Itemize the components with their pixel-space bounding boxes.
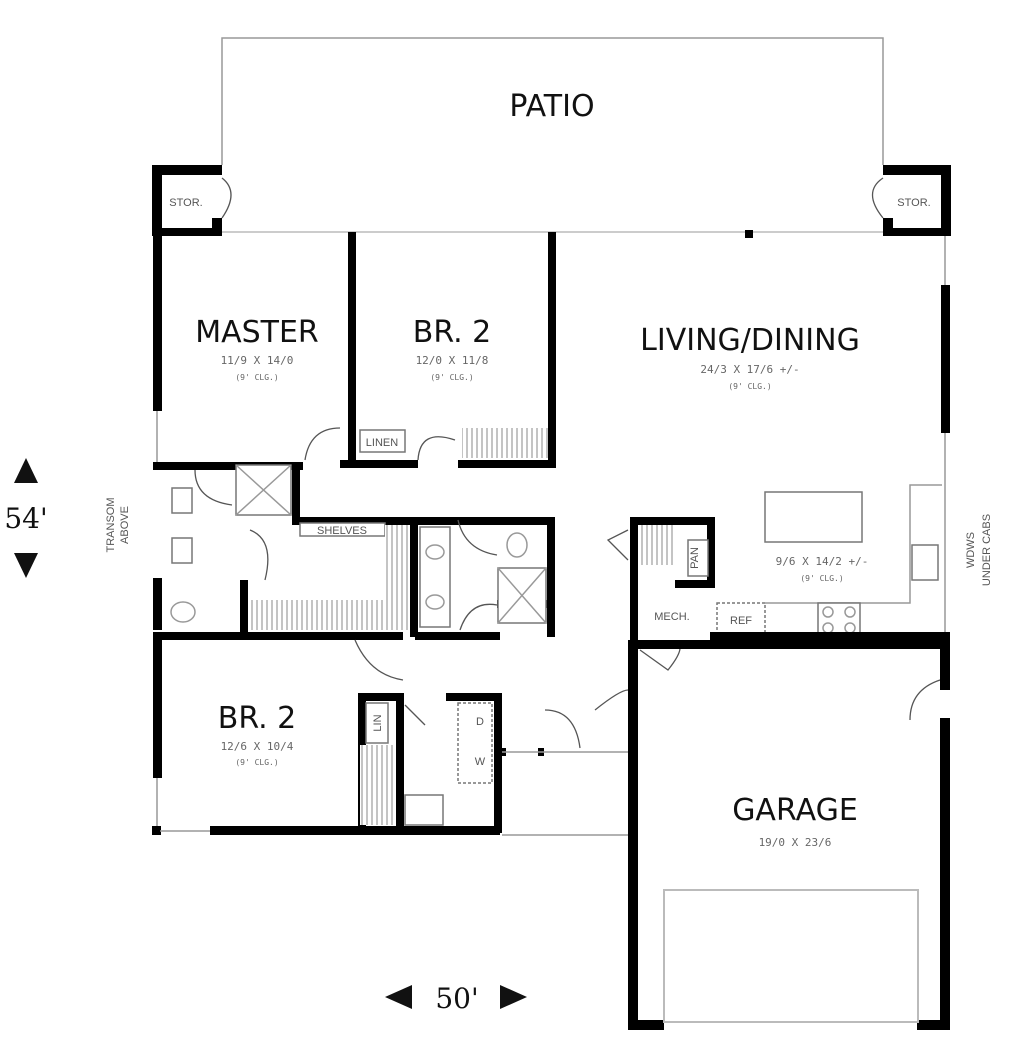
- arrow-down-icon: [14, 553, 38, 578]
- stor-left-label: STOR.: [169, 197, 202, 209]
- master-label: MASTER: [195, 315, 319, 350]
- patio-label: PATIO: [509, 89, 594, 124]
- washer-label: W: [475, 756, 486, 768]
- depth-dimension: 54': [4, 458, 48, 578]
- wdws-note-1: WDWS: [965, 532, 977, 568]
- br2-bottom-label: BR. 2: [218, 701, 297, 736]
- mech-label: MECH.: [654, 611, 689, 623]
- storage-left: STOR.: [152, 165, 232, 236]
- pan-label: PAN: [689, 547, 701, 569]
- br2-bottom-ceiling: (9' CLG.): [235, 758, 278, 767]
- wdws-note-2: UNDER CABS: [981, 514, 993, 586]
- fixtures: SHELVES D W LINEN LIN: [170, 427, 941, 826]
- storage-right: STOR.: [871, 165, 951, 236]
- garage-size: 19/0 X 23/6: [759, 836, 832, 849]
- kitchen-size: 9/6 X 14/2 +/-: [776, 555, 869, 568]
- width-label: 50': [435, 982, 478, 1015]
- master-ceiling: (9' CLG.): [235, 373, 278, 382]
- living-ceiling: (9' CLG.): [728, 382, 771, 391]
- living-size: 24/3 X 17/6 +/-: [700, 363, 799, 376]
- garage-label: GARAGE: [732, 793, 858, 828]
- width-dimension: 50': [385, 982, 527, 1015]
- exterior-walls: [152, 230, 950, 835]
- depth-label: 54': [4, 502, 47, 535]
- master-size: 11/9 X 14/0: [221, 354, 294, 367]
- linen-label: LINEN: [366, 437, 398, 449]
- kitchen-ceiling: (9' CLG.): [800, 574, 843, 583]
- kitchen: PAN MECH. REF: [630, 484, 950, 640]
- stor-right-label: STOR.: [897, 197, 930, 209]
- living-label: LIVING/DINING: [640, 323, 860, 358]
- br2-top-size: 12/0 X 11/8: [416, 354, 489, 367]
- patio: PATIO: [221, 37, 884, 233]
- arrow-right-icon: [500, 985, 527, 1009]
- arrow-left-icon: [385, 985, 412, 1009]
- garage: GARAGE 19/0 X 23/6: [628, 640, 950, 1030]
- transom-note-2: ABOVE: [119, 506, 131, 544]
- shelves-label: SHELVES: [317, 525, 367, 537]
- arrow-up-icon: [14, 458, 38, 483]
- br2-top-ceiling: (9' CLG.): [430, 373, 473, 382]
- br2-bottom-size: 12/6 X 10/4: [221, 740, 294, 753]
- ref-label: REF: [730, 615, 752, 627]
- transom-note-1: TRANSOM: [105, 498, 117, 553]
- br2-top-label: BR. 2: [413, 315, 492, 350]
- lin-label: LIN: [372, 714, 384, 731]
- dryer-label: D: [476, 716, 484, 728]
